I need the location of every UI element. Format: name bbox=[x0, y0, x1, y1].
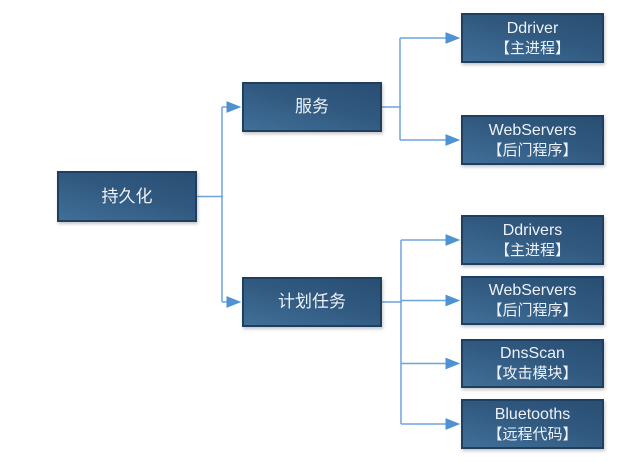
node-scheduled-task: 计划任务 bbox=[242, 277, 382, 327]
node-title: Ddriver bbox=[506, 19, 559, 37]
node-persistence: 持久化 bbox=[57, 171, 197, 222]
node-subtitle: 【后门程序】 bbox=[487, 141, 578, 159]
node-title: WebServers bbox=[488, 282, 577, 299]
node-label: 服务 bbox=[295, 97, 329, 116]
node-label: 计划任务 bbox=[278, 292, 346, 311]
node-ddriver-main-process: Ddriver 【主进程】 bbox=[461, 13, 604, 63]
node-webservers-backdoor: WebServers 【后门程序】 bbox=[461, 115, 604, 165]
node-label: 持久化 bbox=[101, 186, 153, 206]
node-subtitle: 【主进程】 bbox=[494, 39, 570, 57]
node-title: WebServers bbox=[488, 121, 577, 139]
node-subtitle: 【攻击模块】 bbox=[487, 365, 578, 382]
node-title: DnsScan bbox=[500, 345, 565, 362]
node-subtitle: 【远程代码】 bbox=[487, 425, 578, 443]
node-service: 服务 bbox=[242, 82, 382, 132]
node-webservers-backdoor-2: WebServers 【后门程序】 bbox=[461, 276, 604, 325]
node-subtitle: 【后门程序】 bbox=[487, 302, 578, 319]
node-ddrivers-main-process: Ddrivers 【主进程】 bbox=[461, 215, 604, 265]
node-bluetooths-remote-code: Bluetooths 【远程代码】 bbox=[461, 399, 604, 449]
node-dnsscan-attack-module: DnsScan 【攻击模块】 bbox=[461, 339, 604, 388]
node-title: Bluetooths bbox=[494, 405, 571, 423]
node-subtitle: 【主进程】 bbox=[494, 241, 570, 259]
node-title: Ddrivers bbox=[502, 221, 563, 239]
